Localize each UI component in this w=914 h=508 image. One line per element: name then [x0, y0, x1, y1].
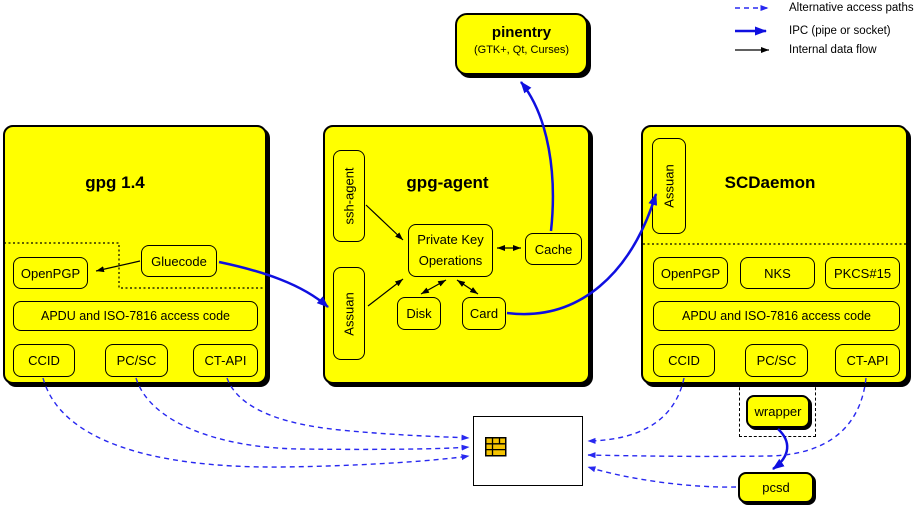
- scdaemon-pcsc-box: PC/SC: [745, 344, 808, 377]
- gpg14-title: gpg 1.4: [85, 173, 145, 192]
- scdaemon-pkcs15-box: PKCS#15: [825, 257, 900, 289]
- alt-gpg14-pcsc-to-card: [135, 377, 470, 451]
- gpg-agent-assuan-box: Assuan: [333, 267, 365, 360]
- disk-box: Disk: [397, 297, 441, 330]
- smartcard-box: [473, 416, 583, 486]
- pko-line2: Operations: [418, 252, 483, 268]
- card-box: Card: [462, 297, 506, 330]
- alt-scdaemon-ccid-to-card: [587, 377, 685, 444]
- pinentry-subtitle: (GTK+, Qt, Curses): [473, 44, 570, 56]
- pinentry-box: pinentry (GTK+, Qt, Curses): [455, 13, 588, 75]
- alt-pcsd-to-card: [587, 466, 737, 488]
- scdaemon-nks-box: NKS: [740, 257, 815, 289]
- scdaemon-openpgp-box: OpenPGP: [653, 257, 728, 289]
- cache-box: Cache: [525, 233, 582, 265]
- scdaemon-assuan-label: Assuan: [661, 164, 677, 208]
- legend-internal-label: Internal data flow: [789, 44, 877, 56]
- legend-ipc-label: IPC (pipe or socket): [789, 25, 891, 37]
- pko-line1: Private Key: [417, 231, 484, 247]
- gpg14-gluecode-box: Gluecode: [141, 245, 217, 277]
- gpg14-pcsc-box: PC/SC: [105, 344, 168, 377]
- alt-gpg14-ccid-to-card: [42, 377, 470, 468]
- scdaemon-title: SCDaemon: [724, 173, 816, 192]
- scdaemon-ccid-box: CCID: [653, 344, 715, 377]
- alt-scdaemon-ctapi-to-card: [587, 377, 867, 459]
- gpg14-openpgp-box: OpenPGP: [13, 257, 88, 289]
- scdaemon-apdu-box: APDU and ISO-7816 access code: [653, 301, 900, 331]
- scdaemon-assuan-box: Assuan: [652, 138, 686, 234]
- wrapper-box: wrapper: [746, 395, 810, 428]
- gpg14-apdu-box: APDU and ISO-7816 access code: [13, 301, 258, 331]
- assuan-label: Assuan: [341, 291, 357, 336]
- gpg-agent-title: gpg-agent: [406, 173, 489, 192]
- scdaemon-ctapi-box: CT-API: [835, 344, 900, 377]
- alt-gpg14-ctapi-to-card: [226, 377, 470, 441]
- private-key-operations-box: Private Key Operations: [408, 224, 493, 277]
- pcsd-box: pcsd: [738, 472, 814, 503]
- smartcard-chip-icon: [485, 437, 507, 457]
- pinentry-title: pinentry: [491, 24, 552, 41]
- gpg-agent-ssh-agent-box: ssh-agent: [333, 150, 365, 242]
- gpg14-ccid-box: CCID: [13, 344, 75, 377]
- ssh-agent-label: ssh-agent: [341, 167, 357, 225]
- gpg14-ctapi-box: CT-API: [193, 344, 258, 377]
- legend-alt-label: Alternative access paths: [789, 2, 914, 14]
